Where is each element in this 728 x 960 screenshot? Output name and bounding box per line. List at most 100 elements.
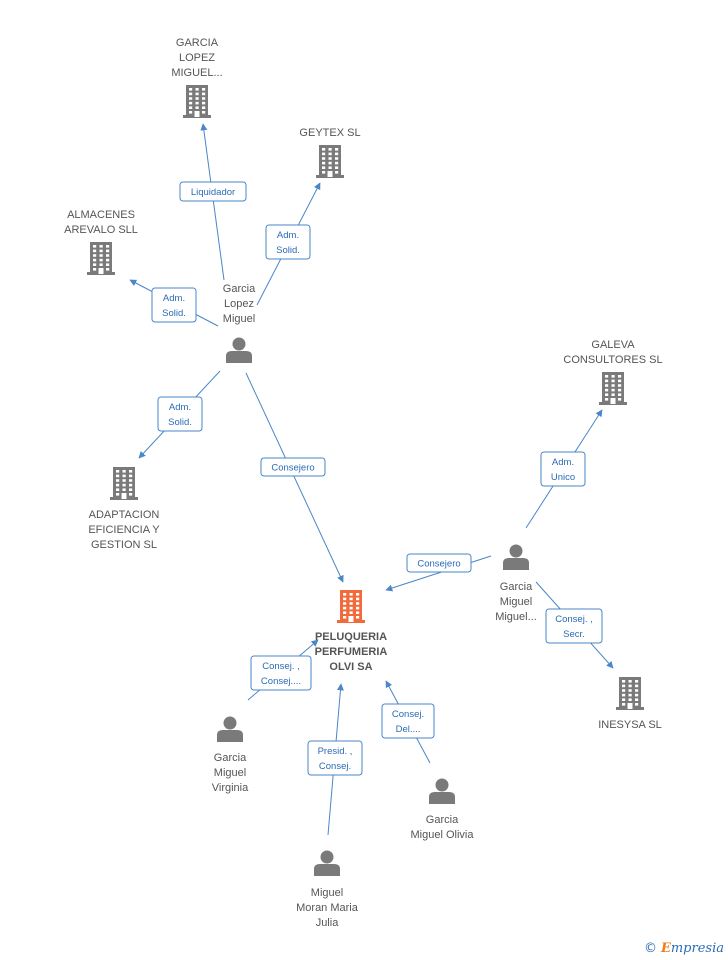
node-label: ALMACENES [67,209,135,221]
edge-label-text: Solid. [276,245,300,256]
edge-label-text: Adm. [277,230,299,241]
edge-label-box[interactable]: Adm. Solid. [151,287,197,323]
edge-label-text: Presid. , [318,746,353,757]
node-p-garcia-miguel-miguel[interactable]: GarciaMiguelMiguel... [495,544,537,624]
edge-label-box[interactable]: Consejero [406,553,472,573]
edge-p-garcia-lopez-to-almacenes: Adm. Solid. [129,279,219,327]
node-label: Miguel [223,313,255,325]
node-adaptacion[interactable]: ADAPTACION EFICIENCIA Y GESTION SL [88,467,160,551]
node-label: PERFUMERIA [315,646,388,658]
edge-label-frame [179,181,247,202]
edge-label-text: Adm. [163,293,185,304]
node-label: Lopez [224,298,254,310]
nodes-layer: PELUQUERIA PERFUMERIA OLVI SA GARCIA LOPEZ MI… [64,37,663,929]
node-label: EFICIENCIA Y [88,524,160,536]
edge-p-garcia-lopez-to-adaptacion: Adm. Solid. [138,370,221,459]
edge-label-text: Consejero [417,559,460,570]
edge-label-frame [265,224,311,260]
node-label: Garcia [426,814,459,826]
edge-label-box[interactable]: Adm. Solid. [157,396,203,432]
edge-p-virginia-to-peluqueria: Consej. ,Consej.... [247,639,319,701]
building-icon [110,467,138,500]
edge-label-box[interactable]: Adm. Solid. [265,224,311,260]
edge-label-text: Consej. [319,761,351,772]
edge-label-box[interactable]: Consej. ,Secr. [545,608,603,644]
node-label: INESYSA SL [598,719,662,731]
node-label: Miguel Olivia [411,829,475,841]
edge-label-text: Consej. [392,709,424,720]
node-label: PELUQUERIA [315,631,387,643]
node-label: OLVI SA [329,661,372,673]
node-label: GEYTEX SL [299,127,360,139]
edge-label-box[interactable]: Consejero [260,457,326,477]
edge-label-text: Secr. [563,629,585,640]
person-icon [314,850,340,876]
building-icon [599,372,627,405]
building-icon [337,590,365,623]
node-label: CONSULTORES SL [563,354,662,366]
person-icon [503,544,529,570]
building-icon [183,85,211,118]
node-inesysa[interactable]: INESYSA SL [598,677,662,731]
node-garcia-lopez-miguel-co[interactable]: GARCIA LOPEZ MIGUEL... [171,37,223,118]
node-almacenes[interactable]: ALMACENES AREVALO SLL [64,209,138,275]
node-label: GARCIA [176,37,219,49]
node-label: Julia [316,917,340,929]
copyright: ©Empresia [644,941,724,956]
edge-line [200,123,225,281]
edge-label-frame [381,703,435,739]
person-icon [429,778,455,804]
person-icon [217,716,243,742]
edge-label-frame [307,740,363,776]
node-label: Miguel [500,596,532,608]
node-label: ADAPTACION [89,509,160,521]
edge-line [385,555,492,592]
node-label: Garcia [500,581,533,593]
edge-label-frame [260,457,326,477]
node-label: Miguel [311,887,343,899]
edge-label-box[interactable]: Adm.Unico [540,451,586,487]
node-geytex[interactable]: GEYTEX SL [299,127,361,178]
edge-label-frame [406,553,472,573]
node-label: MIGUEL... [171,67,222,79]
node-label: Virginia [212,782,249,794]
edge-label-box[interactable]: Liquidador [179,181,247,202]
brand-name: mpresia [670,941,724,956]
edge-p-garcia-miguel-miguel-to-galeva: Adm.Unico [525,409,603,529]
node-label: Moran Maria [296,902,359,914]
node-label: Garcia [214,752,247,764]
edge-label-box[interactable]: Consej. ,Consej.... [250,655,312,691]
edge-label-text: Adm. [169,402,191,413]
brand-initial: E [660,941,671,956]
node-peluqueria[interactable]: PELUQUERIA PERFUMERIA OLVI SA [315,590,388,673]
edge-label-text: Del.... [396,724,421,735]
edge-label-text: Solid. [162,308,186,319]
edge-p-garcia-lopez-to-garcia-lopez-miguel-co: Liquidador [179,123,247,281]
edge-label-frame [157,396,203,432]
edge-label-text: Liquidador [191,187,235,198]
edge-label-text: Solid. [168,417,192,428]
edge-label-text: Consejero [271,463,314,474]
node-label: GESTION SL [91,539,157,551]
person-icon [226,337,252,363]
building-icon [616,677,644,710]
edge-p-olivia-to-peluqueria: Consej. Del.... [381,680,435,764]
node-label: Miguel [214,767,246,779]
edge-label-box[interactable]: Consej. Del.... [381,703,435,739]
edge-label-box[interactable]: Presid. , Consej. [307,740,363,776]
building-icon [316,145,344,178]
edge-label-frame [540,451,586,487]
node-label: LOPEZ [179,52,215,64]
edge-label-frame [545,608,603,644]
edge-label-frame [250,655,312,691]
edge-p-garcia-miguel-miguel-to-inesysa: Consej. ,Secr. [535,581,614,669]
edge-label-text: Consej. , [262,661,300,672]
node-label: AREVALO SLL [64,224,138,236]
